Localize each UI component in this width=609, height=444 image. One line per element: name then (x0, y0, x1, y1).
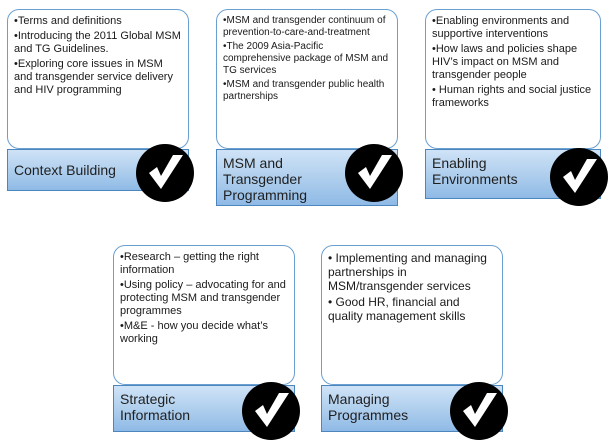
bullet-list: •Research – getting the right informatio… (114, 246, 294, 346)
list-item: •Introducing the 2011 Global MSM and TG … (14, 30, 181, 55)
card-body: •Enabling environments and supportive in… (425, 9, 601, 149)
list-item: •MSM and transgender public health partn… (223, 79, 385, 102)
card-strategic-information: •Research – getting the right informatio… (113, 245, 300, 440)
card-managing-programmes: • Implementing and managing partnerships… (321, 245, 508, 440)
list-item: •Enabling environments and supportive in… (432, 15, 570, 40)
list-item: • Human rights and social justice framew… (432, 84, 592, 109)
list-item: •Research – getting the right informatio… (120, 251, 259, 276)
card-body: •Terms and definitions •Introducing the … (7, 9, 189, 149)
bullet-list: • Implementing and managing partnerships… (322, 246, 502, 323)
card-context-building: •Terms and definitions •Introducing the … (7, 9, 194, 202)
list-item: •Terms and definitions (14, 15, 122, 27)
list-item: •Exploring core issues in MSM and transg… (14, 58, 173, 96)
checkmark-icon (345, 144, 403, 202)
list-item: • Good HR, financial and quality managem… (328, 295, 466, 323)
card-body: •MSM and transgender continuum of preven… (216, 9, 398, 149)
list-item: •How laws and policies shape HIV’s impac… (432, 43, 578, 81)
checkmark-icon (136, 144, 194, 202)
checkmark-icon (450, 382, 508, 440)
card-body: •Research – getting the right informatio… (113, 245, 295, 385)
bullet-list: •Enabling environments and supportive in… (426, 10, 600, 110)
bullet-list: •Terms and definitions •Introducing the … (8, 10, 188, 97)
checkmark-icon (242, 382, 300, 440)
list-item: •Using policy – advocating for and prote… (120, 279, 286, 317)
card-msm-transgender-programming: •MSM and transgender continuum of preven… (216, 9, 403, 206)
list-item: •The 2009 Asia-Pacific comprehensive pac… (223, 41, 389, 76)
checkmark-icon (550, 148, 608, 206)
list-item: • Implementing and managing partnerships… (328, 251, 487, 293)
list-item: •MSM and transgender continuum of preven… (223, 15, 386, 38)
card-enabling-environments: •Enabling environments and supportive in… (425, 9, 608, 206)
card-body: • Implementing and managing partnerships… (321, 245, 503, 385)
list-item: •M&E - how you decide what’s working (120, 320, 268, 345)
bullet-list: •MSM and transgender continuum of preven… (217, 10, 397, 103)
